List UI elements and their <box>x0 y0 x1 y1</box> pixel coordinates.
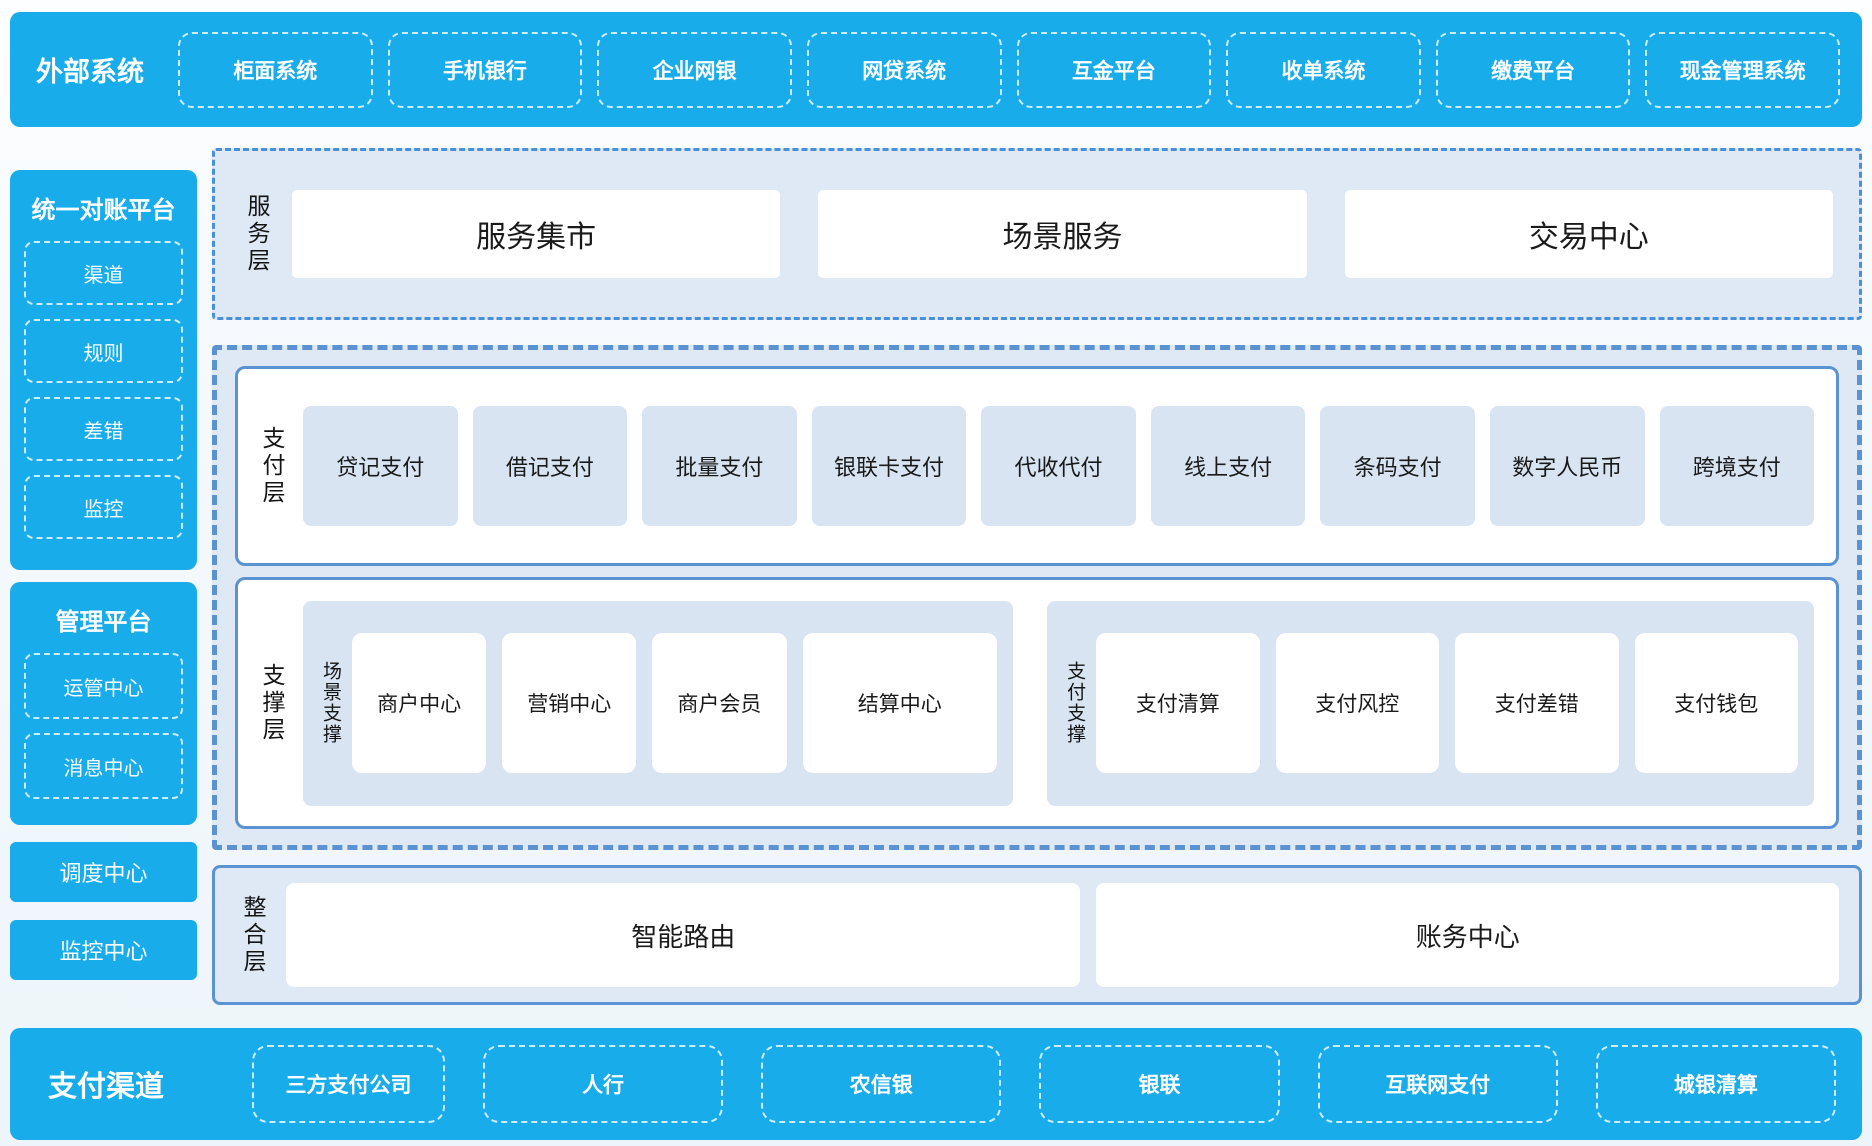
payment-support-group: 支付支撑 支付清算 支付风控 支付差错 支付钱包 <box>1047 600 1814 806</box>
payment-layer-label: 支付层 <box>259 425 285 507</box>
external-system-box: 互金平台 <box>1016 31 1212 108</box>
external-system-box: 手机银行 <box>387 31 583 108</box>
support-box: 商户中心 <box>352 633 487 773</box>
reconciliation-item: 规则 <box>24 319 183 383</box>
payment-box: 条码支付 <box>1320 406 1475 526</box>
core-layers-container: 支付层 贷记支付 借记支付 批量支付 银联卡支付 代收代付 线上支付 条码支付 … <box>212 345 1862 850</box>
external-system-box: 缴费平台 <box>1435 31 1631 108</box>
dispatch-center-box: 调度中心 <box>10 842 197 902</box>
support-box: 营销中心 <box>502 633 637 773</box>
external-system-box: 收单系统 <box>1226 31 1421 108</box>
reconciliation-item: 差错 <box>24 397 183 461</box>
payment-channel-box: 互联网支付 <box>1317 1045 1558 1123</box>
support-layer-label: 支撑层 <box>259 662 285 744</box>
payment-channel-box: 人行 <box>482 1045 724 1123</box>
management-platform-block: 管理平台 运管中心 消息中心 <box>10 582 197 825</box>
management-platform-title: 管理平台 <box>55 609 152 636</box>
integration-box: 账务中心 <box>1096 883 1839 987</box>
scene-support-group: 场景支撑 商户中心 营销中心 商户会员 结算中心 <box>303 600 1014 806</box>
integration-box: 智能路由 <box>286 883 1081 987</box>
reconciliation-item: 渠道 <box>24 241 183 305</box>
scene-support-label: 场景支撑 <box>320 661 341 745</box>
support-box: 商户会员 <box>652 633 787 773</box>
external-system-box: 现金管理系统 <box>1645 31 1840 108</box>
external-system-box: 网贷系统 <box>806 31 1002 108</box>
service-layer-items: 服务集市 场景服务 交易中心 <box>292 190 1833 278</box>
support-box: 结算中心 <box>802 633 998 773</box>
external-systems-items: 柜面系统 手机银行 企业网银 网贷系统 互金平台 收单系统 缴费平台 现金管理系… <box>178 12 1840 127</box>
service-layer-label: 服务层 <box>244 193 270 275</box>
external-systems-title: 外部系统 <box>36 57 144 87</box>
scene-support-items: 商户中心 营销中心 商户会员 结算中心 <box>352 633 998 773</box>
payment-channel-box: 城银清算 <box>1595 1045 1836 1123</box>
payment-layer: 支付层 贷记支付 借记支付 批量支付 银联卡支付 代收代付 线上支付 条码支付 … <box>235 366 1839 566</box>
left-sidebar: 统一对账平台 渠道 规则 差错 监控 管理平台 运管中心 消息中心 调度中心 监… <box>10 170 197 998</box>
support-box: 支付钱包 <box>1634 633 1799 773</box>
integration-layer: 整合层 智能路由 账务中心 <box>212 865 1862 1005</box>
payment-layer-items: 贷记支付 借记支付 批量支付 银联卡支付 代收代付 线上支付 条码支付 数字人民… <box>303 406 1815 526</box>
payment-channel-box: 银联 <box>1039 1045 1280 1123</box>
payment-box: 贷记支付 <box>303 406 458 526</box>
external-system-box: 企业网银 <box>597 31 792 108</box>
integration-layer-items: 智能路由 账务中心 <box>286 883 1839 987</box>
external-systems-bar: 外部系统 柜面系统 手机银行 企业网银 网贷系统 互金平台 收单系统 缴费平台 … <box>10 12 1862 127</box>
management-item: 消息中心 <box>24 733 183 799</box>
payment-support-label: 支付支撑 <box>1064 661 1086 745</box>
integration-layer-label: 整合层 <box>240 894 266 976</box>
payment-box: 数字人民币 <box>1489 406 1645 526</box>
payment-box: 银联卡支付 <box>811 406 967 526</box>
payment-box: 线上支付 <box>1150 406 1306 526</box>
management-item: 运管中心 <box>24 653 183 719</box>
payment-channels-items: 三方支付公司 人行 农信银 银联 互联网支付 城银清算 <box>252 1028 1836 1140</box>
payment-channels-bar: 支付渠道 三方支付公司 人行 农信银 银联 互联网支付 城银清算 <box>10 1028 1862 1140</box>
payment-box: 借记支付 <box>472 406 628 526</box>
support-box: 支付差错 <box>1455 633 1619 773</box>
service-layer: 服务层 服务集市 场景服务 交易中心 <box>212 148 1862 320</box>
payment-box: 代收代付 <box>981 406 1136 526</box>
service-box: 交易中心 <box>1344 190 1833 278</box>
payment-box: 批量支付 <box>642 406 797 526</box>
external-system-box: 柜面系统 <box>178 31 373 108</box>
service-box: 服务集市 <box>292 190 781 278</box>
reconciliation-platform-title: 统一对账平台 <box>31 197 176 224</box>
main-architecture-area: 服务层 服务集市 场景服务 交易中心 支付层 贷记支付 借记支付 批量支付 银联… <box>212 148 1862 1005</box>
payment-box: 跨境支付 <box>1659 406 1815 526</box>
payment-channel-box: 农信银 <box>761 1045 1002 1123</box>
monitor-center-box: 监控中心 <box>10 920 197 980</box>
payment-channels-title: 支付渠道 <box>48 1071 165 1103</box>
support-layer-groups: 场景支撑 商户中心 营销中心 商户会员 结算中心 支付支撑 支付清算 支付风控 <box>303 600 1814 806</box>
reconciliation-item: 监控 <box>24 475 183 539</box>
support-box: 支付风控 <box>1275 633 1440 773</box>
payment-channel-box: 三方支付公司 <box>252 1045 445 1123</box>
service-box: 场景服务 <box>818 190 1307 278</box>
reconciliation-platform-block: 统一对账平台 渠道 规则 差错 监控 <box>10 170 197 570</box>
payment-support-items: 支付清算 支付风控 支付差错 支付钱包 <box>1096 633 1799 773</box>
support-box: 支付清算 <box>1096 633 1260 773</box>
support-layer: 支撑层 场景支撑 商户中心 营销中心 商户会员 结算中心 支付支撑 <box>235 577 1839 829</box>
